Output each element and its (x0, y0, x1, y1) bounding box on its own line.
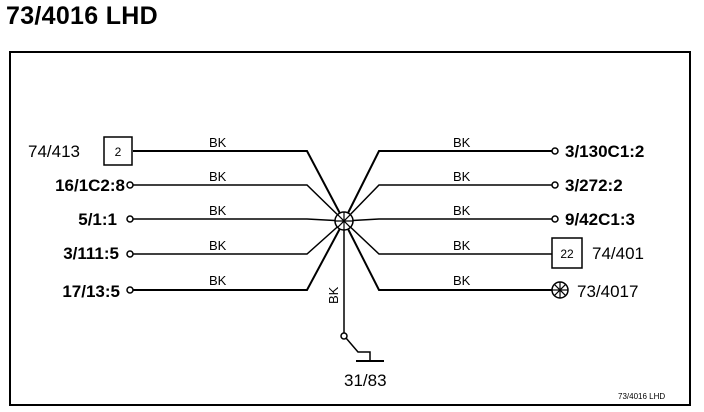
diagram-frame (9, 51, 691, 406)
wire-label-left-2: BK (209, 169, 227, 184)
wire-left-1 (133, 150, 345, 222)
wire-label-ground: BK (326, 286, 341, 304)
wire-right-4 (343, 220, 552, 255)
connector-box-2-number: 2 (115, 145, 122, 159)
terminal-right-2 (551, 181, 559, 189)
wire-label-left-4: BK (209, 238, 227, 253)
wire-left-3 (133, 218, 345, 222)
left-label-1: 74/413 (28, 142, 80, 161)
wire-label-right-2: BK (453, 169, 471, 184)
splice-icon (551, 281, 569, 299)
central-splice-icon (334, 211, 354, 231)
right-label-4: 74/401 (592, 244, 644, 263)
ground-icon (345, 337, 384, 362)
terminal-left-3 (126, 215, 134, 223)
left-label-4: 3/111:5 (63, 244, 119, 263)
right-label-2: 3/272:2 (565, 176, 623, 195)
wire-right-2 (343, 184, 552, 222)
diagram-title: 73/4016 LHD (6, 2, 158, 30)
wire-right-1 (343, 150, 552, 222)
wire-label-left-3: BK (209, 203, 227, 218)
wire-right-5 (343, 220, 552, 291)
left-label-2: 16/1C2:8 (55, 176, 125, 195)
right-label-3: 9/42C1:3 (565, 210, 635, 229)
wire-label-left-5: BK (209, 273, 227, 288)
wire-left-2 (133, 184, 345, 222)
left-label-3: 5/1:1 (78, 210, 117, 229)
wire-label-left-1: BK (209, 135, 227, 150)
terminal-right-3 (551, 215, 559, 223)
wire-label-right-5: BK (453, 273, 471, 288)
wire-left-5 (133, 220, 345, 291)
right-label-5: 73/4017 (577, 282, 638, 301)
footer-code: 73/4016 LHD (618, 392, 665, 401)
left-label-5: 17/13:5 (62, 282, 120, 301)
connector-box-22 (551, 237, 583, 269)
terminal-left-4 (126, 250, 134, 258)
terminal-left-2 (126, 181, 134, 189)
wire-label-right-3: BK (453, 203, 471, 218)
terminal-ground (340, 332, 348, 340)
connector-box-22-number: 22 (560, 247, 574, 261)
wire-left-4 (133, 220, 345, 255)
wire-label-right-1: BK (453, 135, 471, 150)
terminal-left-5 (126, 286, 134, 294)
connector-box-2 (103, 136, 133, 166)
wire-label-right-4: BK (453, 238, 471, 253)
ground-label: 31/83 (344, 371, 387, 390)
wire-right-3 (343, 218, 552, 222)
right-label-1: 3/130C1:2 (565, 142, 644, 161)
terminal-right-1 (551, 147, 559, 155)
